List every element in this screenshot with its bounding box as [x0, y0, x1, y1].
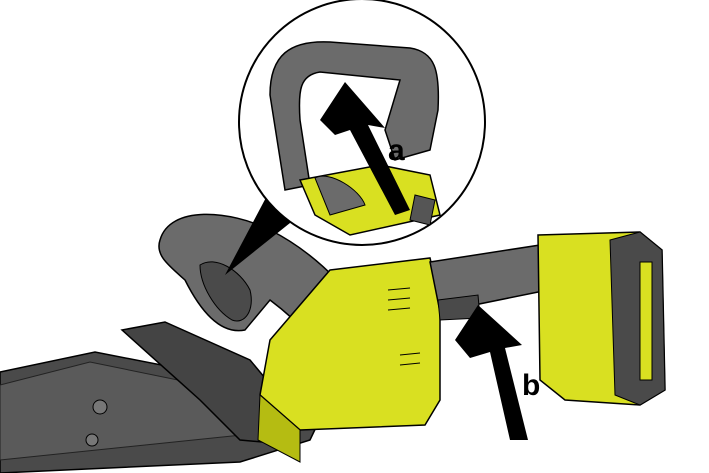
label-a: a — [388, 134, 405, 167]
rear-handle — [429, 244, 549, 321]
label-b: b — [522, 369, 540, 402]
arrow-b — [455, 305, 528, 440]
battery — [537, 231, 666, 406]
motor-housing — [257, 257, 441, 463]
detail-inset — [225, 0, 486, 275]
arrow-a — [320, 82, 410, 215]
